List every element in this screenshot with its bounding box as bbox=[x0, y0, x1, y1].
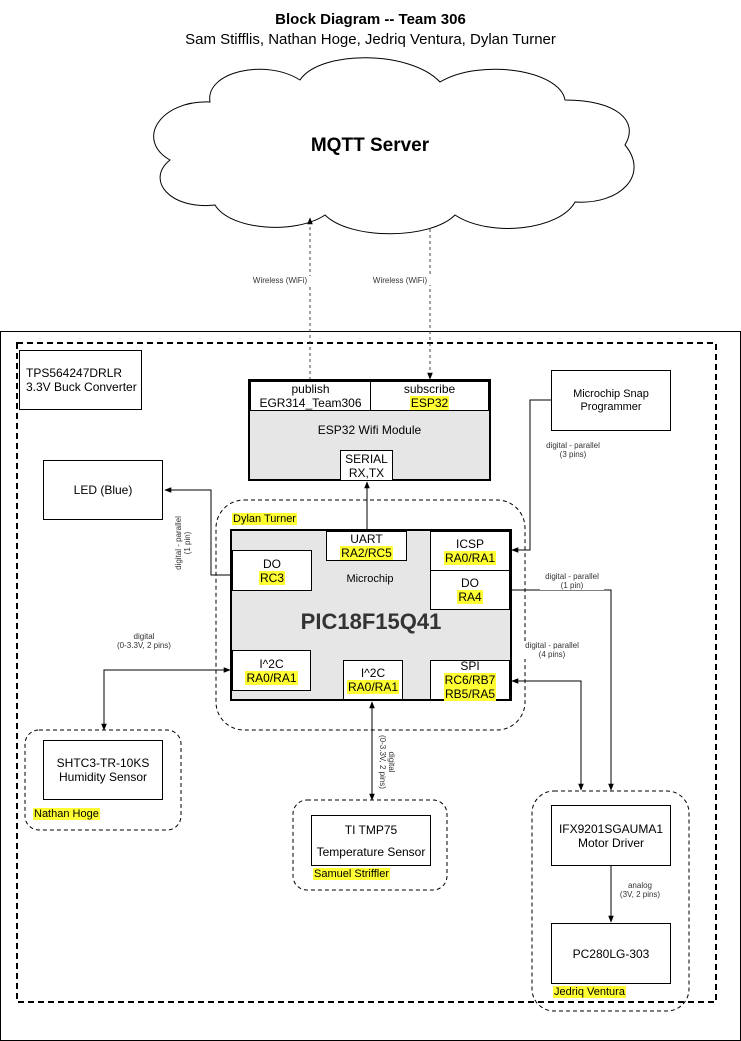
pic-icsp-cell: ICSP RA0/RA1 bbox=[430, 530, 511, 571]
mqtt-server-label: MQTT Server bbox=[310, 135, 430, 156]
pic-do-left-pin: RC3 bbox=[258, 570, 285, 585]
pic-spi-cell: SPI RC6/RB7 RB5/RA5 bbox=[430, 659, 511, 701]
i2c-humidity-connector bbox=[101, 667, 231, 731]
humidity-link-label: digital bbox=[133, 632, 155, 641]
humidity-sensor-box: SHTC3-TR-10KS Humidity Sensor bbox=[43, 740, 163, 800]
temp-link-detail: (0-3.3V, 2 pins) bbox=[378, 735, 387, 789]
pc280-label: PC280LG-303 bbox=[572, 946, 650, 961]
pic-i2c-left-pins: RA0/RA1 bbox=[245, 670, 298, 685]
temp-link-label: digital bbox=[387, 751, 396, 773]
esp-subscribe-label: subscribe bbox=[403, 382, 456, 396]
pic-icsp-pins: RA0/RA1 bbox=[443, 551, 497, 565]
motor-group-outline bbox=[531, 790, 690, 1012]
analog-link-label: analog bbox=[627, 881, 653, 890]
esp-serial-cell: SERIAL RX,TX bbox=[340, 450, 393, 481]
pic-i2c-left-label: I^2C bbox=[259, 656, 284, 671]
pic-spi-pins-1: RC6/RB7 bbox=[443, 673, 497, 687]
pic-do-right-label: DO bbox=[461, 576, 479, 590]
pic-do-left-label: DO bbox=[263, 556, 281, 571]
motor-part-number: IFX9201SGAUMA1 bbox=[558, 821, 664, 836]
esp-subscribe-cell: subscribe ESP32 bbox=[370, 380, 490, 411]
temp-part-number: TI TMP75 bbox=[344, 822, 398, 837]
pic-spi-pins-2: RB5/RA5 bbox=[443, 687, 497, 701]
do-motor-connector bbox=[512, 589, 614, 791]
led-link-detail: (1 pin) bbox=[183, 531, 192, 555]
pic-i2c-left-cell: I^2C RA0/RA1 bbox=[231, 650, 311, 691]
page-title: Block Diagram -- Team 306 bbox=[275, 11, 466, 28]
pic-i2c-mid-pins: RA0/RA1 bbox=[346, 680, 400, 694]
cloud-shape bbox=[153, 57, 635, 235]
do-led-connector bbox=[164, 487, 232, 576]
humidity-part-number: SHTC3-TR-10KS bbox=[56, 756, 150, 770]
buck-description: 3.3V Buck Converter bbox=[26, 380, 137, 394]
esp-module-name: ESP32 Wifi Module bbox=[317, 423, 422, 437]
led-box: LED (Blue) bbox=[43, 460, 163, 520]
motor-driver-box: IFX9201SGAUMA1 Motor Driver bbox=[551, 805, 671, 866]
led-link-label: digital - parallel bbox=[174, 516, 183, 570]
esp-subscribe-topic: ESP32 bbox=[409, 396, 450, 410]
snap-icsp-connector bbox=[511, 399, 551, 553]
pic-icsp-label: ICSP bbox=[455, 537, 484, 551]
esp-publish-topic: EGR314_Team306 bbox=[259, 396, 362, 410]
spi-motor-link-label: digital - parallel bbox=[525, 641, 579, 650]
temp-owner-label: Samuel Striffler bbox=[313, 868, 390, 880]
pic-uart-cell: UART RA2/RC5 bbox=[326, 530, 407, 561]
esp-serial-label: SERIAL bbox=[345, 451, 388, 466]
spi-motor-connector bbox=[511, 678, 584, 791]
pic-do-right-cell: DO RA4 bbox=[430, 570, 511, 610]
analog-link-detail: (3V, 2 pins) bbox=[619, 890, 661, 899]
pic-group-outline bbox=[215, 499, 526, 731]
wifi-label-left: Wireless (WiFi) bbox=[252, 276, 308, 285]
pic-spi-label: SPI bbox=[460, 659, 480, 673]
pic-part-name: PIC18F15Q41 bbox=[300, 609, 442, 634]
pic-vendor-label: Microchip bbox=[346, 572, 394, 585]
page-subtitle: Sam Stifflis, Nathan Hoge, Jedriq Ventur… bbox=[185, 31, 556, 48]
pic-do-right-pin: RA4 bbox=[457, 590, 483, 604]
do-motor-link-label: digital - parallel bbox=[545, 572, 599, 581]
temp-sensor-box: TI TMP75 Temperature Sensor bbox=[311, 815, 431, 866]
snap-programmer-label: Microchip Snap Programmer bbox=[573, 387, 649, 413]
spi-motor-link-detail: (4 pins) bbox=[538, 650, 566, 659]
buck-converter-box: TPS564247DRLR 3.3V Buck Converter bbox=[19, 350, 142, 410]
do-motor-link-detail: (1 pin) bbox=[560, 581, 584, 590]
pc280-box: PC280LG-303 bbox=[551, 923, 671, 984]
motor-description: Motor Driver bbox=[577, 835, 644, 850]
snap-link-label: digital - parallel bbox=[546, 441, 600, 450]
pic-uart-pins: RA2/RC5 bbox=[340, 546, 393, 560]
esp-publish-label: publish bbox=[291, 382, 330, 396]
esp-publish-cell: publish EGR314_Team306 bbox=[249, 380, 371, 411]
snap-programmer-box: Microchip Snap Programmer bbox=[551, 370, 671, 431]
pic-i2c-mid-label: I^2C bbox=[360, 666, 386, 680]
humidity-owner-label: Nathan Hoge bbox=[33, 808, 100, 820]
temp-description: Temperature Sensor bbox=[316, 844, 426, 859]
pic-owner-label: Dylan Turner bbox=[232, 513, 297, 525]
buck-part-number: TPS564247DRLR bbox=[26, 366, 123, 380]
wifi-label-right: Wireless (WiFi) bbox=[372, 276, 428, 285]
pic-do-left-cell: DO RC3 bbox=[231, 550, 312, 591]
pic-i2c-mid-cell: I^2C RA0/RA1 bbox=[343, 660, 403, 701]
snap-link-detail: (3 pins) bbox=[559, 450, 587, 459]
esp-serial-pins: RX,TX bbox=[348, 465, 385, 480]
pic-uart-label: UART bbox=[350, 532, 383, 546]
motor-owner-label: Jedriq Ventura bbox=[553, 986, 626, 998]
led-label: LED (Blue) bbox=[73, 483, 133, 497]
humidity-description: Humidity Sensor bbox=[58, 770, 148, 784]
humidity-link-detail: (0-3.3V, 2 pins) bbox=[117, 641, 171, 650]
